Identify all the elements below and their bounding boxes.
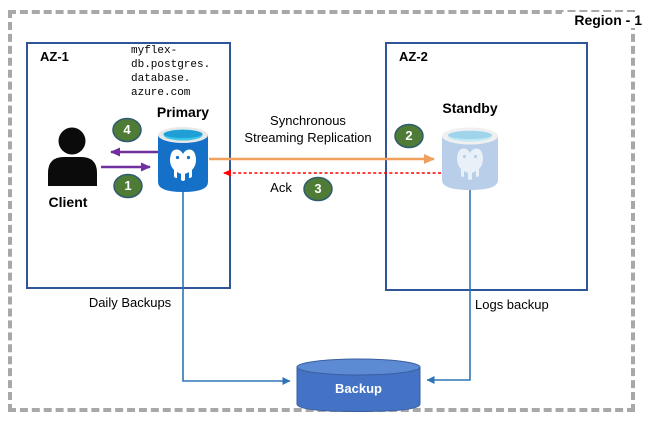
primary-database-icon	[158, 127, 208, 192]
standby-label: Standby	[442, 100, 498, 116]
logs-backup-label: Logs backup	[475, 297, 549, 312]
daily-backup-line	[182, 192, 291, 385]
standby-database-icon	[442, 127, 498, 190]
logs-backup-line	[426, 190, 471, 384]
step-1-badge: 1	[124, 178, 132, 193]
replication-label: Synchronous Streaming Replication	[244, 113, 372, 145]
daily-backups-label: Daily Backups	[88, 295, 172, 310]
az2-label: AZ-2	[399, 49, 428, 64]
step-3-badge: 3	[314, 181, 322, 196]
backup-cylinder	[296, 358, 421, 413]
step-3-badge-shape	[303, 176, 333, 202]
primary-hostname: myflex- db.postgres. database. azure.com	[131, 45, 211, 99]
step-2-badge-shape	[394, 123, 424, 149]
client-icon	[48, 127, 97, 186]
step-4-badge-shape	[112, 117, 142, 143]
az2-box: AZ-2	[385, 42, 588, 291]
region-label: Region - 1	[562, 12, 642, 28]
backup-label: Backup	[335, 381, 382, 396]
step-4-badge: 4	[123, 122, 131, 137]
az1-label: AZ-1	[40, 49, 69, 64]
primary-label: Primary	[156, 104, 210, 120]
step-badges	[112, 117, 424, 202]
ack-label: Ack	[270, 180, 292, 195]
client-label: Client	[48, 194, 88, 210]
step-2-badge: 2	[405, 128, 413, 143]
step-1-badge-shape	[113, 173, 143, 199]
az1-box: AZ-1	[26, 42, 231, 289]
